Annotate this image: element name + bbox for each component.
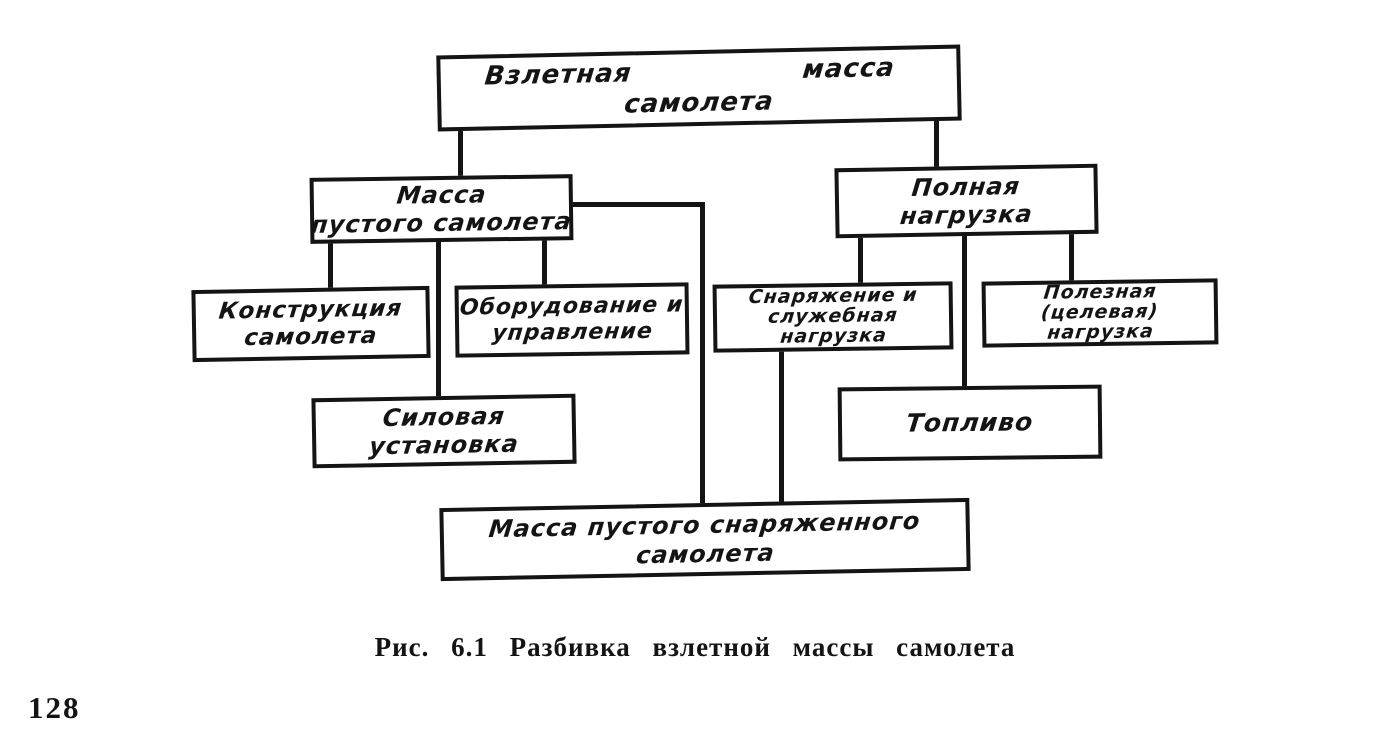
- connector-line: [934, 110, 939, 170]
- node-payload: Полезная (целевая) нагрузка: [981, 278, 1219, 348]
- node-empty-mass: Масса пустого самолета: [309, 174, 574, 244]
- page-number: 128: [28, 690, 81, 725]
- node-text: масса: [800, 53, 897, 86]
- node-equipment-controls: Оборудование и управление: [454, 282, 690, 358]
- node-service-load: Снаряжение и служебная нагрузка: [712, 281, 954, 353]
- node-airframe-structure: Конструкция самолета: [191, 285, 431, 363]
- node-text: Взлетная: [483, 58, 634, 92]
- connector-line: [436, 238, 441, 400]
- node-text: самолета: [623, 86, 776, 120]
- connector-line: [542, 238, 547, 288]
- node-text: нагрузка: [1045, 320, 1155, 344]
- node-text: Оборудование и: [458, 292, 685, 321]
- node-text: нагрузка: [778, 324, 888, 348]
- node-text: Масса: [394, 180, 488, 210]
- node-text: установка: [367, 429, 521, 461]
- node-text: Топливо: [904, 407, 1036, 438]
- connector-line: [328, 238, 333, 292]
- node-text: самолета: [243, 322, 380, 352]
- node-text: самолета: [634, 538, 776, 569]
- connector-line: [458, 124, 463, 180]
- connector-line: [779, 348, 784, 508]
- node-text: управление: [490, 318, 654, 347]
- node-text: Полная: [910, 171, 1022, 202]
- node-text: Конструкция: [217, 295, 404, 325]
- figure-caption: Рис. 6.1 Разбивка взлетной массы самолет…: [374, 632, 1016, 662]
- node-text: пустого самолета: [309, 207, 574, 239]
- node-text: нагрузка: [899, 199, 1035, 231]
- node-text: Масса пустого снаряженного: [487, 507, 923, 544]
- connector-line: [858, 233, 863, 289]
- node-takeoff-mass: Взлетная масса самолета: [436, 44, 962, 132]
- node-empty-equipped-mass: Масса пустого снаряженного самолета: [439, 497, 971, 582]
- node-full-load: Полная нагрузка: [834, 163, 1099, 239]
- connector-line: [1069, 233, 1074, 284]
- node-fuel: Топливо: [837, 384, 1103, 462]
- connector-line: [567, 202, 705, 207]
- connector-line: [962, 233, 967, 390]
- node-powerplant: Силовая установка: [311, 393, 577, 469]
- node-text: Силовая: [381, 401, 507, 432]
- connector-line: [700, 202, 705, 508]
